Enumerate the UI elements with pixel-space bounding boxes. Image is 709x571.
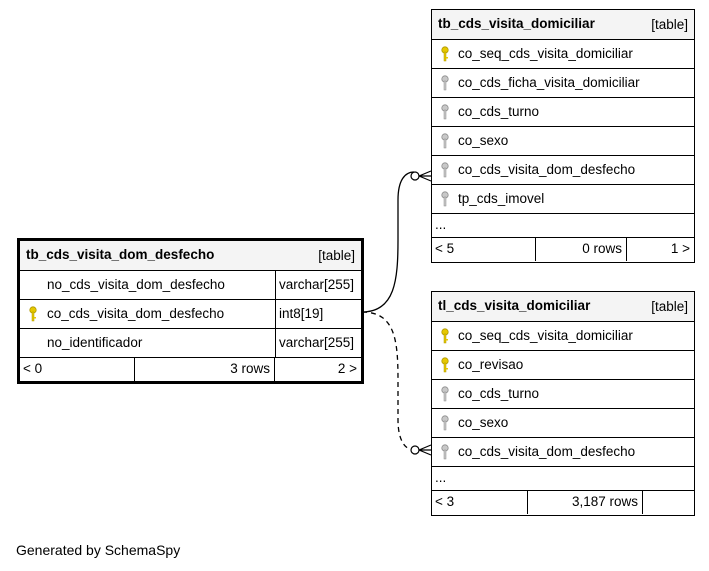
table-type-label: [table]	[651, 299, 688, 314]
row-count: 3,187 rows	[528, 491, 643, 514]
children-count-text: 2 >	[337, 361, 357, 376]
row-count-text: 3,187 rows	[571, 494, 638, 509]
table-row: co_revisao	[432, 351, 694, 380]
primary-key-icon	[441, 328, 449, 344]
table-row: co_cds_visita_dom_desfecho	[432, 438, 694, 467]
more-columns-row[interactable]: ...	[432, 467, 694, 491]
table-name: tl_cds_visita_domiciliar	[438, 298, 591, 313]
column-name: tp_cds_imovel	[458, 191, 545, 206]
column-name: co_seq_cds_visita_domiciliar	[458, 328, 633, 343]
column-name: co_cds_visita_dom_desfecho	[458, 162, 636, 177]
foreign-key-icon	[441, 444, 449, 460]
column-type-text: varchar[255]	[279, 335, 355, 350]
foreign-key-icon	[441, 191, 449, 207]
more-columns-text: ...	[435, 470, 447, 485]
relationship-end-circle-2	[410, 445, 420, 455]
table-name: tb_cds_visita_dom_desfecho	[26, 247, 215, 262]
relationship-line-solid	[361, 171, 415, 313]
column-name: co_sexo	[458, 133, 509, 148]
generated-by-label: Generated by SchemaSpy	[16, 542, 181, 558]
table-row: tp_cds_imovel	[432, 185, 694, 214]
table-header: tb_cds_visita_domiciliar [table]	[432, 10, 694, 40]
row-count: 3 rows	[135, 358, 275, 381]
table-row: co_seq_cds_visita_domiciliar	[432, 40, 694, 69]
table-row: co_cds_turno	[432, 380, 694, 409]
table-row: no_cds_visita_dom_desfecho varchar[255]	[20, 271, 361, 300]
parents-count-text: < 3	[435, 494, 455, 509]
column-type: varchar[255]	[275, 271, 361, 299]
column-name: co_cds_turno	[458, 386, 540, 401]
column-name: no_cds_visita_dom_desfecho	[47, 277, 225, 292]
column-name: co_revisao	[458, 357, 524, 372]
children-count[interactable]: 1 >	[627, 238, 694, 261]
column-name: co_cds_ficha_visita_domiciliar	[458, 75, 640, 90]
table-row: co_sexo	[432, 409, 694, 438]
column-type: varchar[255]	[275, 329, 361, 357]
relationship-end-circle-1	[410, 171, 420, 181]
row-count-text: 3 rows	[230, 361, 270, 376]
parents-count[interactable]: < 5	[432, 238, 536, 261]
foreign-key-icon	[441, 386, 449, 402]
crowfoot-1	[418, 170, 432, 182]
table-tl-cds-visita-domiciliar[interactable]: tl_cds_visita_domiciliar [table] co_seq_…	[431, 291, 695, 516]
table-row: co_seq_cds_visita_domiciliar	[432, 322, 694, 351]
column-type-text: int8[19]	[279, 306, 324, 321]
row-count-text: 0 rows	[582, 241, 622, 256]
column-name: co_seq_cds_visita_domiciliar	[458, 46, 633, 61]
table-row: co_sexo	[432, 127, 694, 156]
relationship-line-dashed	[361, 311, 415, 451]
column-name: no_identificador	[47, 335, 143, 350]
table-type-label: [table]	[651, 17, 688, 32]
more-columns-row[interactable]: ...	[432, 214, 694, 238]
foreign-key-icon	[441, 133, 449, 149]
table-footer: < 5 0 rows 1 >	[432, 238, 694, 261]
table-tb-cds-visita-dom-desfecho[interactable]: tb_cds_visita_dom_desfecho [table] no_cd…	[17, 238, 364, 384]
table-row: co_cds_visita_dom_desfecho	[432, 156, 694, 185]
primary-key-icon	[441, 357, 449, 373]
foreign-key-icon	[441, 415, 449, 431]
children-count[interactable]: 2 >	[275, 358, 361, 381]
primary-key-icon	[441, 46, 449, 62]
parents-count-text: < 5	[435, 241, 455, 256]
primary-key-icon	[29, 306, 37, 322]
foreign-key-icon	[441, 162, 449, 178]
column-type-text: varchar[255]	[279, 277, 355, 292]
column-type: int8[19]	[275, 300, 361, 328]
table-row: no_identificador varchar[255]	[20, 329, 361, 358]
table-tb-cds-visita-domiciliar[interactable]: tb_cds_visita_domiciliar [table] co_seq_…	[431, 9, 695, 263]
table-type-label: [table]	[318, 248, 355, 263]
foreign-key-icon	[441, 104, 449, 120]
parents-count-text: < 0	[23, 361, 43, 376]
crowfoot-2	[418, 444, 432, 456]
table-header: tl_cds_visita_domiciliar [table]	[432, 292, 694, 322]
column-name: co_cds_visita_dom_desfecho	[47, 306, 225, 321]
column-name: co_cds_visita_dom_desfecho	[458, 444, 636, 459]
children-count[interactable]	[643, 491, 694, 514]
row-count: 0 rows	[536, 238, 627, 261]
table-name: tb_cds_visita_domiciliar	[438, 16, 595, 31]
column-name: co_cds_turno	[458, 104, 540, 119]
column-name: co_sexo	[458, 415, 509, 430]
parents-count[interactable]: < 3	[432, 491, 528, 514]
table-header: tb_cds_visita_dom_desfecho [table]	[20, 241, 361, 271]
table-footer: < 0 3 rows 2 >	[20, 358, 361, 381]
table-row: co_cds_turno	[432, 98, 694, 127]
table-row: co_cds_ficha_visita_domiciliar	[432, 69, 694, 98]
table-footer: < 3 3,187 rows	[432, 491, 694, 514]
parents-count[interactable]: < 0	[20, 358, 135, 381]
foreign-key-icon	[441, 75, 449, 91]
children-count-text: 1 >	[670, 241, 690, 256]
table-row: co_cds_visita_dom_desfecho int8[19]	[20, 300, 361, 329]
more-columns-text: ...	[435, 217, 447, 232]
